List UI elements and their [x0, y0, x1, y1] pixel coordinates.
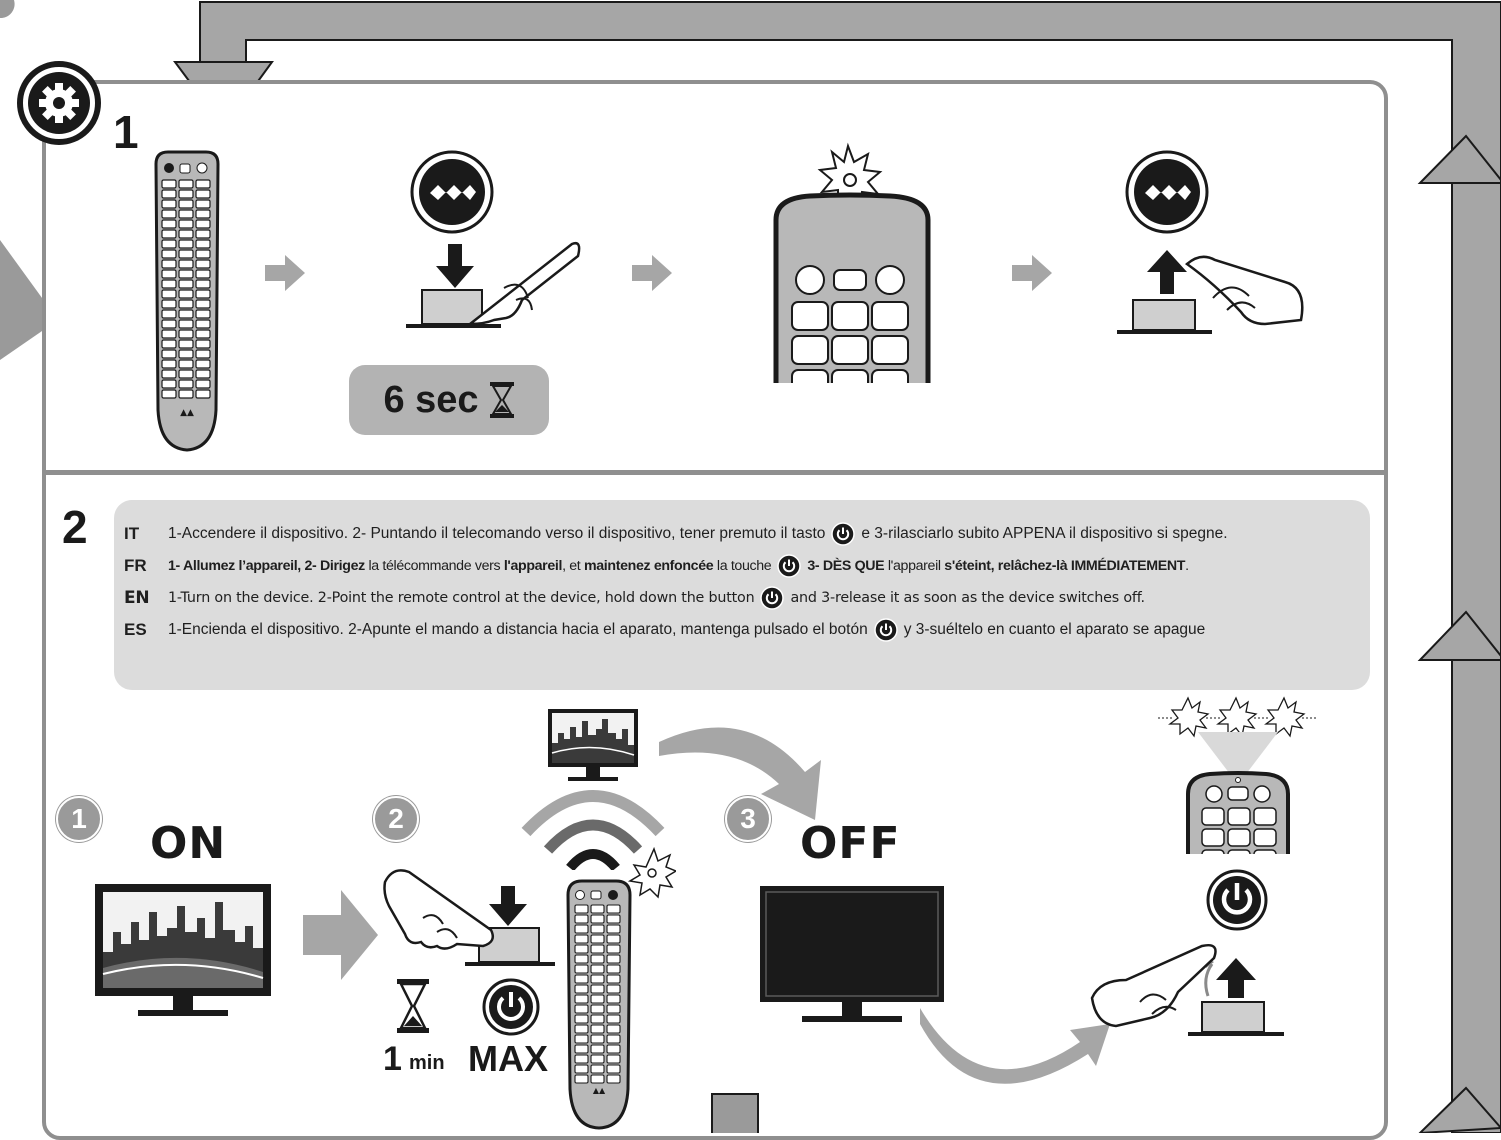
press-brand-button-illustration — [404, 148, 594, 338]
instruction-text: and 3-release it as soon as the device s… — [790, 590, 1144, 606]
sub-step-2-badge: 2 — [373, 796, 419, 842]
press-power-button-illustration — [383, 862, 558, 970]
instruction-it: IT 1-Accendere il dispositivo. 2- Puntan… — [124, 522, 1228, 546]
instruction-text: y 3-suéltelo en cuanto el aparato se apa… — [904, 621, 1206, 639]
instruction-text: l'appareil — [504, 558, 562, 574]
instruction-text: 3- DÈS QUE — [807, 558, 884, 574]
instruction-text: s'éteint, relâchez-là IMMÉDIATEMENT — [944, 558, 1185, 574]
power-icon — [760, 586, 784, 610]
language-code: FR — [124, 556, 168, 576]
max-label: MAX — [468, 1038, 548, 1080]
instruction-text: 1-Turn on the device. 2-Point the remote… — [168, 590, 754, 606]
on-label: ON — [150, 818, 226, 869]
instruction-text: 1-Encienda el dispositivo. 2-Apunte el m… — [168, 621, 868, 639]
power-icon — [874, 618, 898, 642]
curved-arrow-icon — [920, 1000, 1110, 1090]
step-number-2: 2 — [62, 500, 88, 554]
step-number-1: 1 — [113, 105, 139, 159]
instruction-text: 1-Accendere il dispositivo. 2- Puntando … — [168, 525, 825, 543]
curved-arrow-icon — [655, 712, 835, 822]
instruction-text: la touche — [713, 558, 771, 574]
next-arrow-icon — [265, 255, 305, 291]
timer-badge: 6 sec — [349, 365, 549, 435]
instruction-en: EN 1-Turn on the device. 2-Point the rem… — [124, 586, 1145, 610]
duration-unit: min — [409, 1052, 445, 1075]
hourglass-icon — [489, 381, 515, 419]
duration-number: 1 — [383, 1040, 402, 1079]
timer-value: 6 sec — [383, 379, 478, 422]
remote-control-illustration: ▲▲ — [564, 843, 676, 1130]
tv-on-illustration — [93, 882, 273, 1024]
off-label: OFF — [800, 818, 901, 869]
instruction-es: ES 1-Encienda el dispositivo. 2-Apunte e… — [124, 618, 1205, 642]
power-icon — [777, 554, 801, 578]
remote-flashing-led-illustration — [1150, 690, 1320, 858]
svg-text:▲▲: ▲▲ — [593, 1086, 606, 1095]
navigation-tab-marker — [711, 1093, 759, 1133]
instruction-fr: FR 1- Allumez l’appareil, 2- Dirigez la … — [124, 554, 1189, 578]
instruction-text: maintenez enfoncée — [584, 558, 713, 574]
power-button-icon — [1206, 869, 1268, 931]
remote-control-illustration: ▲▲ — [150, 150, 224, 452]
hourglass-icon — [396, 978, 430, 1034]
release-power-button-illustration — [1090, 940, 1290, 1040]
multilingual-instructions-box: IT 1-Accendere il dispositivo. 2- Puntan… — [114, 500, 1370, 690]
language-code: EN — [124, 588, 168, 608]
instruction-text: 1- Allumez l’appareil, 2- Dirigez — [168, 558, 365, 574]
next-arrow-icon — [303, 890, 378, 980]
power-button-icon — [482, 978, 540, 1036]
section-divider — [44, 470, 1388, 475]
gear-icon — [16, 60, 102, 146]
language-code: IT — [124, 524, 168, 544]
instruction-text: l'appareil — [884, 558, 944, 574]
sub-step-1-badge: 1 — [56, 796, 102, 842]
next-arrow-icon — [1012, 255, 1052, 291]
instruction-text: , et — [562, 558, 584, 574]
instruction-text: e 3-rilasciarlo subito APPENA il disposi… — [861, 525, 1227, 543]
power-icon — [831, 522, 855, 546]
language-code: ES — [124, 620, 168, 640]
next-arrow-icon — [632, 255, 672, 291]
svg-text:▲▲: ▲▲ — [180, 408, 194, 418]
instruction-text: . — [1185, 558, 1189, 574]
release-brand-button-illustration — [1115, 148, 1315, 338]
remote-led-flash-illustration — [770, 140, 935, 385]
instruction-text: la télécommande vers — [365, 558, 504, 574]
tv-off-illustration — [758, 884, 946, 1026]
